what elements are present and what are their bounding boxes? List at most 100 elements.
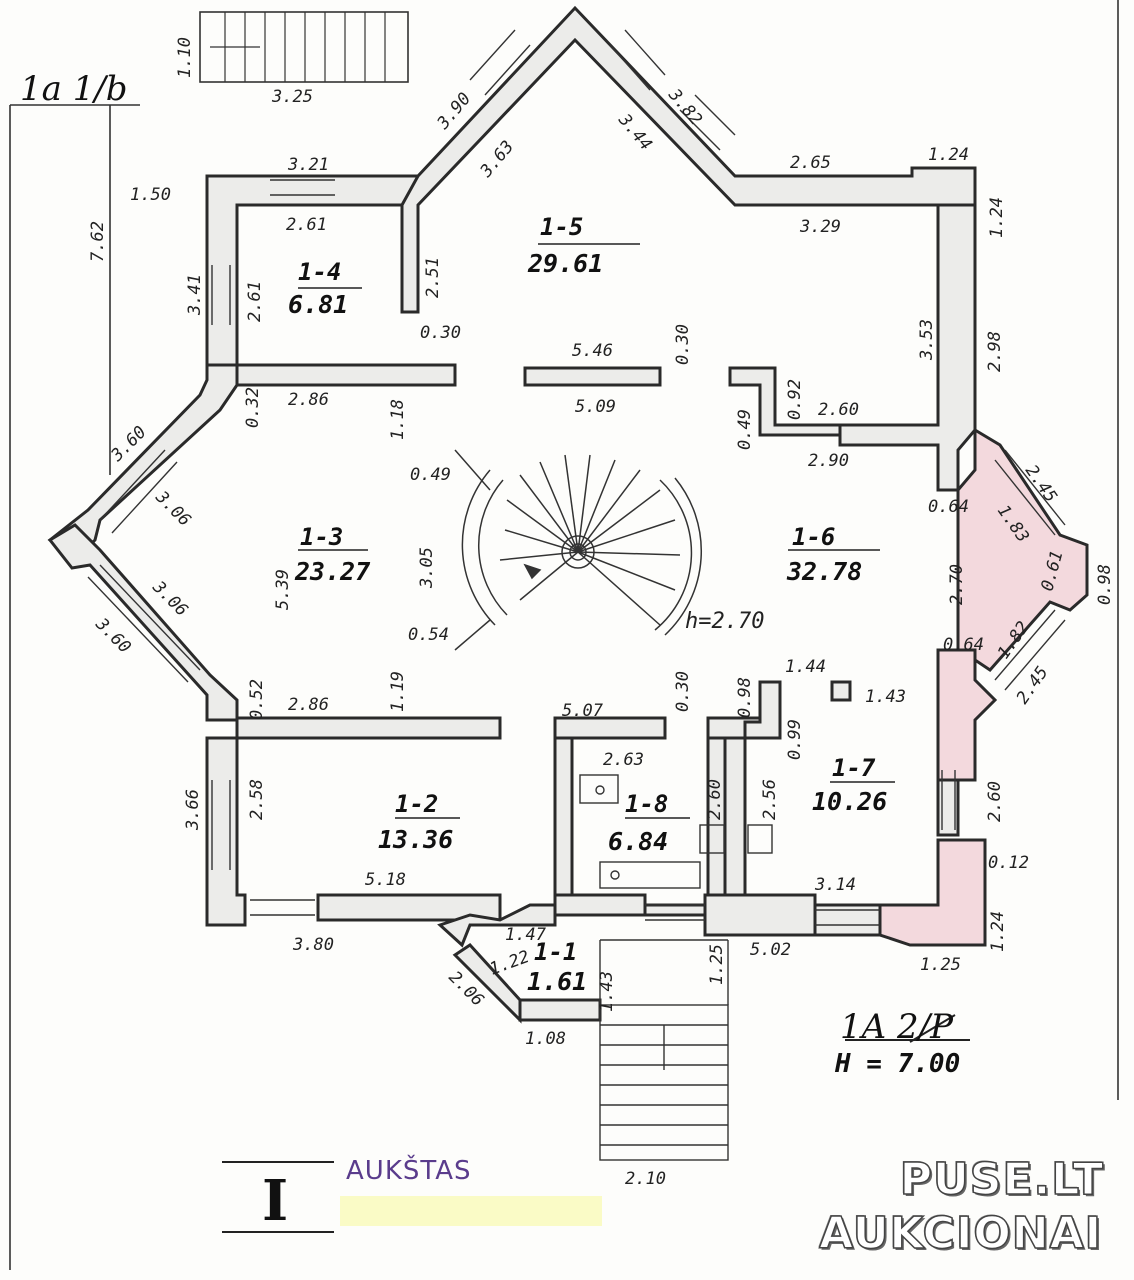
dimension-label: 5.09 <box>575 397 616 417</box>
room-id: 1-4 <box>298 258 341 286</box>
dimension-label: 3.21 <box>287 155 329 175</box>
dimension-label: 3.53 <box>917 319 937 361</box>
dimension-label: 3.14 <box>814 875 856 895</box>
dimension-label: 1.24 <box>988 911 1008 952</box>
dimension-label: 3.63 <box>476 137 518 182</box>
dimension-label: 7.62 <box>88 221 108 262</box>
floor-stamp: AUKŠTAS <box>346 1156 472 1186</box>
dimension-label: 0.99 <box>785 719 805 760</box>
dimension-label: 1.50 <box>130 185 171 205</box>
dimension-label: 3.29 <box>799 217 841 237</box>
dimension-label: 3.25 <box>271 87 313 107</box>
room-id: 1-8 <box>625 790 668 818</box>
dimension-label: 0.92 <box>785 379 805 420</box>
dimension-label: 1.43 <box>597 971 617 1012</box>
dimension-label: 0.32 <box>243 387 263 428</box>
dimension-label: 3.66 <box>183 789 203 831</box>
dimension-label: 1.24 <box>987 197 1007 238</box>
dimension-label: 1.24 <box>928 145 969 165</box>
dimension-label: 2.60 <box>705 779 725 820</box>
dimension-label: 2.61 <box>245 281 265 322</box>
room-area: 13.36 <box>378 825 453 854</box>
dimension-label: 0.49 <box>410 465 451 485</box>
floor-numeral: I <box>262 1168 289 1234</box>
room-id: 1-7 <box>832 754 876 782</box>
room-id: 1-1 <box>534 938 577 966</box>
room-area: 10.26 <box>812 787 887 816</box>
room-area: 23.27 <box>294 557 370 586</box>
room-id: 1-6 <box>792 523 835 551</box>
dimension-label: 2.61 <box>286 215 327 235</box>
dimension-label: 1.08 <box>525 1029 566 1049</box>
dimension-label: 1.18 <box>388 399 408 440</box>
dimension-label: 1.10 <box>175 37 195 78</box>
room-id: 1-5 <box>540 213 583 241</box>
dimension-label: 2.10 <box>625 1169 666 1189</box>
dimension-label: 3.05 <box>417 547 437 589</box>
dimension-label: 3.80 <box>292 935 334 955</box>
dimension-label: 5.07 <box>562 701 604 721</box>
dimension-label: 5.02 <box>750 940 791 960</box>
dimension-label: 2.70 <box>947 564 967 605</box>
bathroom-fixtures <box>579 774 773 889</box>
dimension-label: 1.19 <box>388 671 408 712</box>
dimension-label: 1.44 <box>785 657 826 677</box>
dimension-label: 1.22 <box>487 947 532 980</box>
windows <box>87 29 1066 926</box>
dimension-label: 2.58 <box>247 779 267 820</box>
dimension-label: 1.43 <box>865 687 906 707</box>
dimension-label: 1.25 <box>920 955 961 975</box>
dimension-labels: 1.10 3.25 3.90 3.63 3.82 3.44 3.21 2.61 … <box>88 37 1115 1189</box>
dimension-label: 2.45 <box>1013 663 1053 708</box>
front-stair <box>599 939 729 1161</box>
dimension-label: 0.64 <box>943 635 984 655</box>
dimension-label: 2.86 <box>288 390 329 410</box>
room-id: 1-2 <box>395 790 438 818</box>
dimension-label: 5.39 <box>273 569 293 610</box>
dimension-label: 0.54 <box>408 625 449 645</box>
height-label: H = 7.00 <box>834 1049 960 1079</box>
dimension-label: 2.60 <box>985 781 1005 822</box>
dimension-label: 0.98 <box>735 677 755 718</box>
dimension-label: 2.90 <box>808 451 849 471</box>
dimension-label: 2.56 <box>760 779 780 820</box>
dimension-label: 0.30 <box>673 324 693 365</box>
plan-code: 1A 2/P <box>840 1007 954 1047</box>
room-area: 32.78 <box>786 557 862 586</box>
dimension-label: 3.41 <box>185 274 205 316</box>
dimension-label: 0.12 <box>988 853 1029 873</box>
dimension-label: 0.49 <box>735 409 755 450</box>
dimension-label: 2.86 <box>288 695 329 715</box>
dimension-label: 5.18 <box>365 870 406 890</box>
room-labels: 1-1 1.61 1-2 13.36 1-3 23.27 1-4 6.81 1-… <box>288 213 887 996</box>
sheet-code: 1a 1/b <box>20 69 128 109</box>
exterior-walls <box>47 5 1089 1024</box>
dimension-label: 5.46 <box>572 341 613 361</box>
room-area: 6.81 <box>288 290 348 319</box>
room-area: 1.61 <box>527 967 587 996</box>
dimension-label: 2.98 <box>985 331 1005 372</box>
spiral-staircase <box>454 449 703 651</box>
dimension-label: 2.51 <box>423 257 443 298</box>
watermark-line2: AUKCIONAI <box>818 1207 1102 1260</box>
dimension-label: 0.64 <box>928 497 969 517</box>
dimension-label: 2.65 <box>790 153 831 173</box>
dimension-label: 1.47 <box>505 925 547 945</box>
watermark-line1: PUSE.LT <box>899 1153 1104 1206</box>
dimension-label: 0.52 <box>247 679 267 720</box>
dimension-label: 0.98 <box>1095 564 1115 605</box>
dimension-label: 0.30 <box>673 671 693 712</box>
stair-height-label: h=2.70 <box>685 609 764 634</box>
dimension-label: 1.25 <box>707 944 727 985</box>
room-id: 1-3 <box>300 523 343 551</box>
dimension-label: 3.06 <box>151 487 195 531</box>
rear-stair <box>199 11 409 83</box>
room-area: 29.61 <box>527 249 603 278</box>
dimension-label: 2.60 <box>818 400 859 420</box>
stamp-highlight <box>340 1196 602 1226</box>
room-area: 6.84 <box>608 827 668 856</box>
dimension-label: 3.60 <box>91 614 135 658</box>
dimension-label: 0.30 <box>420 323 461 343</box>
